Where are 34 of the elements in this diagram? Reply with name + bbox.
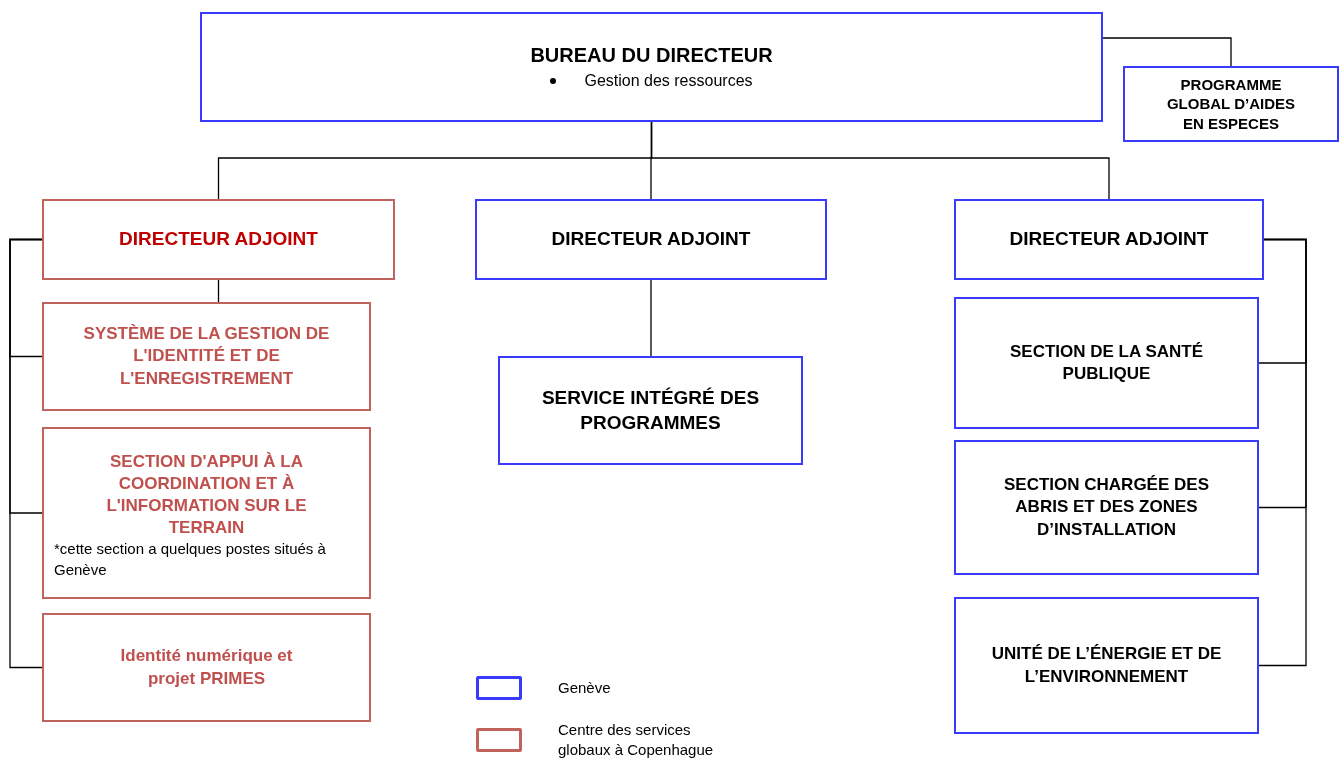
section-box xyxy=(498,356,803,465)
deputy-director-box xyxy=(475,199,827,280)
section-box xyxy=(42,427,371,599)
box-title: DIRECTEUR ADJOINT xyxy=(1009,227,1209,252)
connector-line xyxy=(650,279,652,357)
footnote-text: *cette section a quelques postes situés à Genève xyxy=(53,539,327,580)
box-title: DIRECTEUR ADJOINT xyxy=(551,227,751,252)
connector-line xyxy=(217,279,220,303)
section-box xyxy=(954,440,1259,575)
connector-line xyxy=(1102,37,1232,67)
section-box xyxy=(954,597,1259,734)
connector-line xyxy=(650,121,1110,200)
box-title: Identité numérique et projet PRIMES xyxy=(119,645,294,690)
deputy-director-box xyxy=(42,199,395,280)
legend-label: Centre des services globaux à Copenhague xyxy=(558,720,715,759)
box-title: BUREAU DU DIRECTEUR xyxy=(530,43,773,68)
connector-line xyxy=(1258,238,1307,667)
connector-line xyxy=(9,238,43,669)
director-office-box xyxy=(200,12,1103,122)
box-title: SYSTÈME DE LA GESTION DE L'IDENTITÉ ET DE L'ENREGISTREMENT xyxy=(82,323,331,390)
box-title: SECTION DE LA SANTÉ PUBLIQUE xyxy=(1009,340,1204,385)
box-title: SECTION D'APPUI À LA COORDINATION ET À L'INFORMATION SUR LE TERRAIN xyxy=(105,451,308,540)
deputy-director-box xyxy=(954,199,1264,280)
box-title: UNITÉ DE L’ÉNERGIE ET DE L’ENVIRONNEMENT xyxy=(990,643,1223,688)
box-title: DIRECTEUR ADJOINT xyxy=(119,227,318,252)
program-box xyxy=(1123,66,1339,142)
box-title: SERVICE INTÉGRÉ DES PROGRAMMES xyxy=(540,385,761,435)
legend-label: Genève xyxy=(558,678,612,698)
box-title: PROGRAMME GLOBAL D’AIDES EN ESPECES xyxy=(1165,74,1297,134)
section-box xyxy=(42,613,371,722)
bullet-item: Gestion des ressources xyxy=(584,72,753,90)
section-box xyxy=(42,302,371,411)
section-box xyxy=(954,297,1259,429)
box-title: SECTION CHARGÉE DES ABRIS ET DES ZONES D’INSTALLATION xyxy=(1003,474,1210,541)
